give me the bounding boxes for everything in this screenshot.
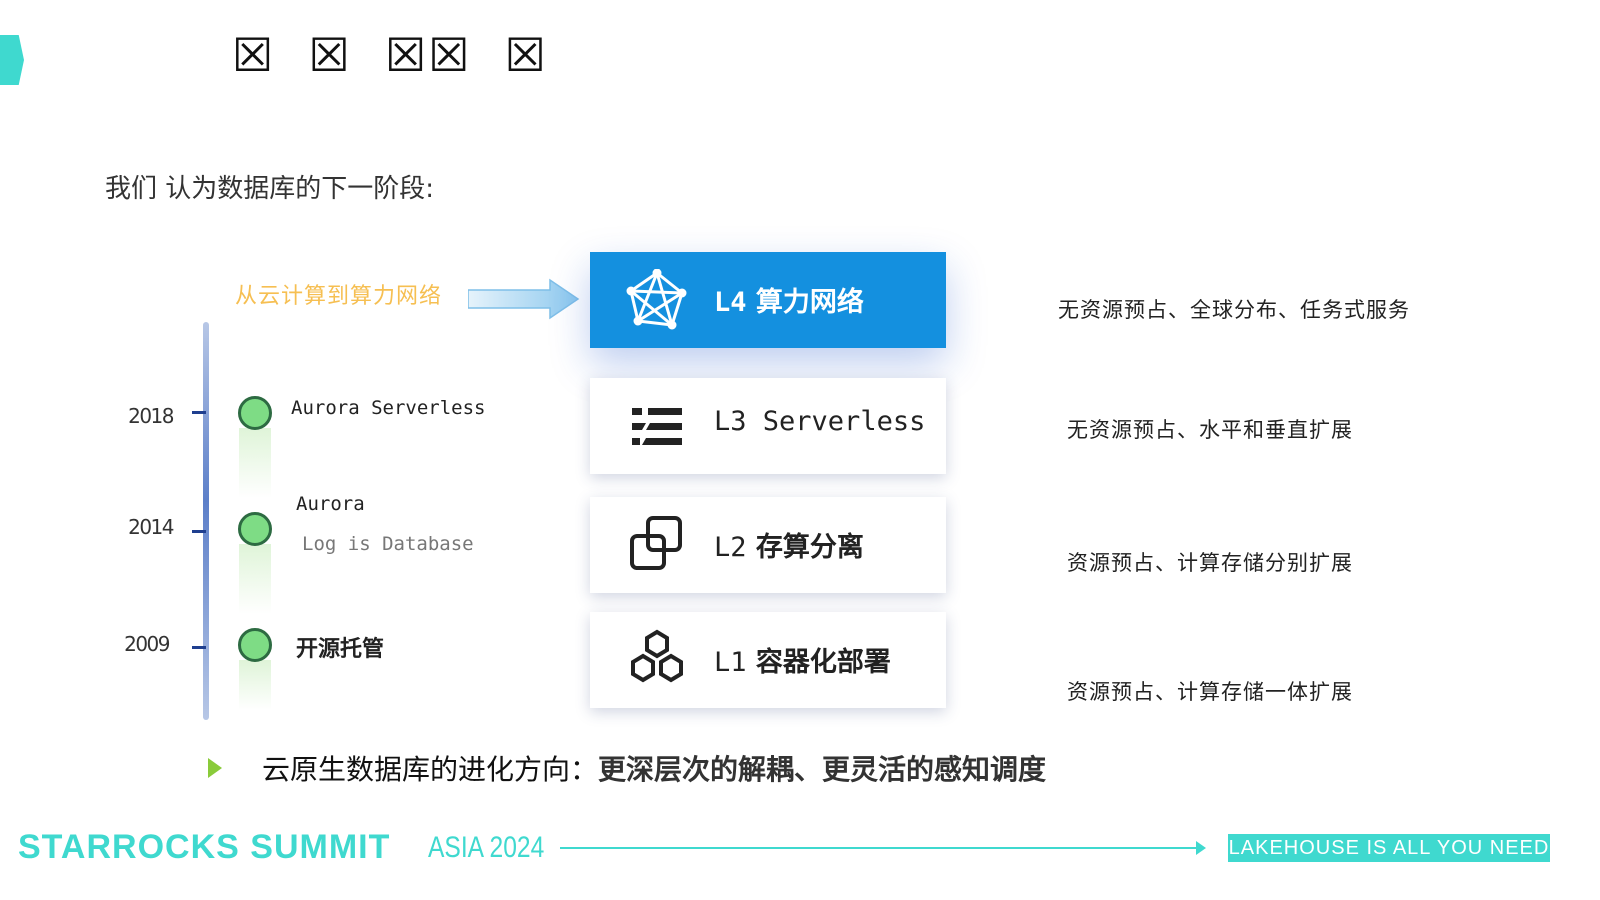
arrow-right-icon — [468, 278, 580, 320]
level-description: 资源预占、计算存储一体扩展 — [1067, 680, 1353, 704]
timeline-stem — [239, 428, 271, 498]
timeline-sublabel: Log is Database — [302, 533, 474, 555]
footer-line — [560, 847, 1202, 849]
level-title: L1 容器化部署 — [714, 647, 891, 678]
cloud-note: 从云计算到算力网络 — [235, 284, 443, 309]
timeline-label: Aurora Serverless — [291, 397, 486, 419]
timeline-year: 2014 — [128, 515, 174, 539]
level-card-l3: L3 Serverless — [590, 378, 946, 474]
timeline-dot — [238, 512, 272, 546]
timeline-year: 2018 — [128, 404, 174, 428]
brand-logo-text: STARROCKS SUMMIT — [18, 828, 391, 866]
serverless-lines-icon — [632, 408, 682, 445]
footer-tagline: LAKEHOUSE IS ALL YOU NEED — [1228, 834, 1550, 862]
slide-title: ☒ ☒ ☒☒ ☒ — [232, 28, 548, 82]
level-title: L2 存算分离 — [714, 532, 864, 563]
level-title: L3 Serverless — [714, 406, 926, 437]
level-title: L4 算力网络 — [714, 287, 864, 318]
timeline-dot — [238, 396, 272, 430]
level-card-l4: L4 算力网络 — [590, 252, 946, 348]
timeline-label: Aurora — [296, 493, 365, 515]
timeline-label: 开源托管 — [296, 637, 385, 662]
timeline-axis — [203, 322, 209, 720]
timeline-year: 2009 — [124, 632, 170, 656]
level-description: 资源预占、计算存储分别扩展 — [1067, 551, 1353, 575]
accent-tab — [0, 35, 24, 85]
separated-squares-icon — [630, 516, 682, 570]
level-card-l2: L2 存算分离 — [590, 497, 946, 593]
level-card-l1: L1 容器化部署 — [590, 612, 946, 708]
timeline-tick — [192, 530, 206, 533]
hexagon-cluster-icon — [631, 629, 683, 683]
timeline-tick — [192, 411, 206, 414]
slide-subtitle: 我们 认为数据库的下一阶段: — [105, 174, 435, 204]
level-description: 无资源预占、全球分布、任务式服务 — [1058, 298, 1410, 322]
timeline-dot — [238, 628, 272, 662]
timeline-stem — [239, 544, 271, 614]
timeline-stem — [239, 660, 271, 710]
timeline-tick — [192, 646, 206, 649]
bullet-triangle-icon — [208, 758, 222, 778]
footer-arrow-icon — [1196, 841, 1206, 855]
conclusion-text: 云原生数据库的进化方向：更深层次的解耦、更灵活的感知调度 — [262, 753, 1047, 786]
network-graph-icon — [626, 269, 687, 330]
level-description: 无资源预占、水平和垂直扩展 — [1067, 418, 1353, 442]
brand-suffix: ASIA 2024 — [428, 831, 545, 864]
